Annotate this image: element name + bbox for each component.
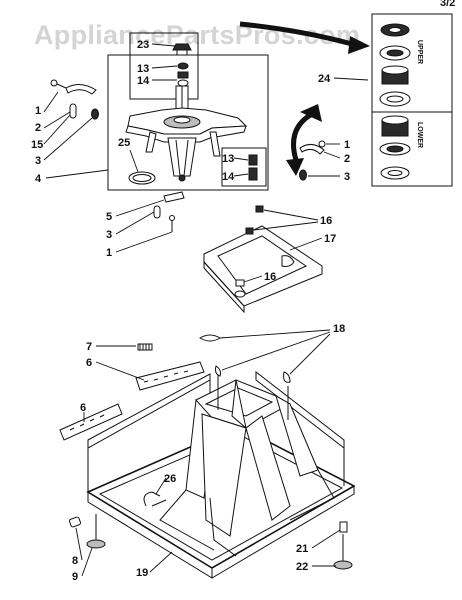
callout-22: 22 [296, 561, 308, 573]
leader-lines [43, 43, 369, 577]
upper-label: UPPER [416, 40, 423, 64]
agitator-drive-box [107, 54, 269, 191]
callout-2-left: 2 [35, 122, 41, 134]
callout-7: 7 [86, 341, 92, 353]
callout-6-lower: 6 [80, 402, 86, 414]
part-18-clips [199, 334, 291, 383]
seal-inset: UPPER LOWER [371, 13, 453, 187]
callout-5: 5 [106, 211, 112, 223]
upper-assembly [50, 32, 326, 232]
callout-15: 15 [31, 139, 43, 151]
callout-1-lower: 1 [106, 247, 112, 259]
right-clip-group [299, 140, 326, 181]
cabinet-base [86, 370, 356, 579]
callout-21: 21 [296, 543, 308, 555]
part-6-brackets [59, 361, 205, 441]
callout-24: 24 [318, 73, 331, 85]
suspension-plate [203, 205, 323, 314]
callout-numbers: 23 13 14 24 1 2 15 3 4 25 1 2 3 13 14 5 … [31, 39, 350, 583]
callout-2-right: 2 [344, 153, 350, 165]
callout-8: 8 [72, 555, 78, 567]
part-23-cap [172, 43, 192, 56]
part-13-14-upper [177, 62, 189, 87]
callout-18: 18 [333, 323, 345, 335]
left-clip-group [50, 79, 99, 120]
lower-left-small-parts [153, 191, 185, 232]
callout-17: 17 [324, 233, 336, 245]
callout-26: 26 [164, 473, 176, 485]
callout-3-right: 3 [344, 171, 350, 183]
callout-16-top: 16 [320, 215, 332, 227]
callout-14-lower: 14 [222, 171, 235, 183]
callout-4: 4 [35, 173, 42, 185]
callout-14-upper: 14 [137, 75, 150, 87]
callout-1-right: 1 [344, 139, 350, 151]
callout-19: 19 [136, 567, 148, 579]
callout-13-upper: 13 [137, 63, 149, 75]
leveling-leg-right [333, 521, 353, 570]
callout-16-bottom: 16 [264, 271, 276, 283]
callout-3-lower: 3 [106, 229, 112, 241]
lower-label: LOWER [416, 122, 423, 148]
corner-fragment: 3/2 [440, 0, 455, 9]
callout-1-left: 1 [35, 105, 41, 117]
inset-arrows [239, 21, 370, 176]
lower-detail-box [221, 147, 267, 187]
callout-13-lower: 13 [222, 153, 234, 165]
callout-23: 23 [137, 39, 149, 51]
callout-3-left: 3 [35, 155, 41, 167]
callout-9: 9 [72, 571, 78, 583]
callout-25: 25 [118, 137, 130, 149]
callout-6-upper: 6 [86, 357, 92, 369]
part-13-14-lower [248, 154, 258, 181]
part-25-ring [128, 171, 156, 185]
leveling-leg-left [68, 514, 106, 549]
transmission-spider [125, 107, 248, 182]
upper-detail-box [129, 32, 199, 100]
